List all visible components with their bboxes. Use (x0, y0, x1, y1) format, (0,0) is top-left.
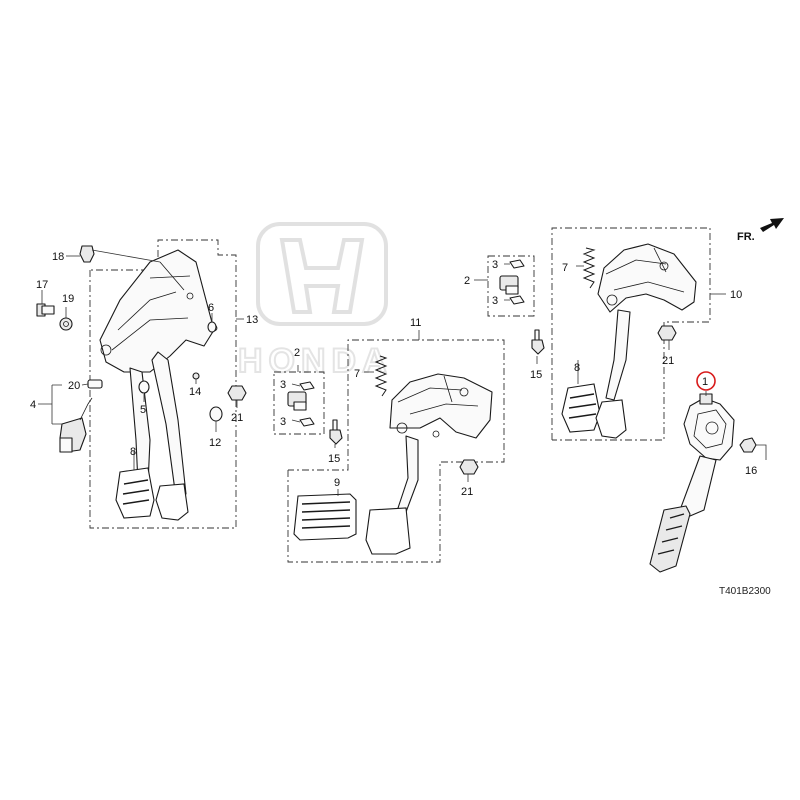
part-2-switch-right (499, 275, 519, 295)
callout-17: 17 (36, 279, 48, 291)
pedal-pad-right-rear (595, 399, 627, 439)
callout-labels: 1 2 2 3 3 3 3 4 5 6 7 7 8 8 9 10 11 12 1… (30, 251, 757, 498)
part-3-clip-mid-a (299, 381, 315, 391)
accelerator-pedal-module (683, 397, 735, 461)
callout-14: 14 (189, 386, 201, 398)
direction-label: FR. (737, 231, 755, 243)
callout-2b: 2 (294, 347, 300, 359)
pedal-pad-left-rear (155, 483, 189, 521)
accelerator-pedal-arm (679, 455, 717, 517)
part-16-nut (739, 437, 757, 453)
part-6-grommet (207, 321, 217, 333)
part-14-pin (192, 372, 200, 380)
part-20-clip (87, 379, 103, 389)
group-box-10 (551, 227, 711, 441)
pedal-pad-8-left (115, 467, 155, 519)
callout-13: 13 (246, 314, 258, 326)
front-direction-indicator: FR. (737, 218, 784, 243)
part-5-grommet (138, 380, 150, 394)
middle-pedal-arm (397, 435, 419, 513)
pedal-pad-9-mid (293, 493, 357, 541)
callout-3c: 3 (280, 379, 286, 391)
middle-pedal-bracket (389, 373, 493, 439)
return-spring-7-mid (374, 355, 388, 397)
right-pedal-group (474, 227, 726, 441)
part-17-bolt (36, 303, 55, 317)
callout-19: 19 (62, 293, 74, 305)
callout-21a: 21 (662, 355, 674, 367)
part-3-clip-right-b (509, 295, 525, 305)
callout-7b: 7 (354, 368, 360, 380)
callout-9: 9 (334, 477, 340, 489)
accelerator-pedal-group (649, 391, 767, 573)
callout-21c: 21 (461, 486, 473, 498)
callout-21b: 21 (231, 412, 243, 424)
honda-watermark: HONDA (237, 222, 393, 381)
callout-8b: 8 (574, 362, 580, 374)
callout-11: 11 (410, 317, 421, 329)
diagram-code: T401B2300 (719, 586, 771, 597)
part-15-bolt-mid (329, 419, 343, 445)
callout-3d: 3 (280, 416, 286, 428)
part-12-cap (209, 406, 223, 422)
pedal-pad-mid-rear (365, 507, 411, 555)
callout-18: 18 (52, 251, 64, 263)
part-2-switch-mid (287, 391, 307, 411)
pedal-pad-8-right (561, 383, 601, 433)
middle-pedal-group (273, 330, 505, 563)
callout-15a: 15 (530, 369, 542, 381)
watermark-text: HONDA (238, 342, 393, 380)
callout-15b: 15 (328, 453, 340, 465)
part-3-clip-mid-b (299, 417, 315, 427)
left-pedal-arm (151, 351, 187, 499)
part-19-nut (59, 317, 73, 331)
left-pedal-group (36, 239, 247, 529)
right-pedal-bracket (597, 243, 697, 313)
accelerator-pedal-pad (649, 505, 691, 573)
callout-10: 10 (730, 289, 742, 301)
highlight-ring-1 (696, 371, 716, 391)
part-4-stop-switch (59, 397, 93, 453)
callout-12: 12 (209, 437, 221, 449)
callout-4: 4 (30, 399, 36, 411)
callout-2a: 2 (464, 275, 470, 287)
part-21-nut-mid (459, 459, 479, 475)
part-15-bolt-right (531, 329, 545, 355)
part-18-bolt (79, 245, 95, 263)
callout-5: 5 (140, 404, 146, 416)
return-spring-7-right (582, 247, 596, 289)
callout-8a: 8 (130, 446, 136, 458)
sensor-box-2-mid (273, 371, 325, 435)
callout-20: 20 (68, 380, 80, 392)
part-21-nut-left (227, 385, 247, 401)
callout-7a: 7 (562, 262, 568, 274)
callout-16: 16 (745, 465, 757, 477)
callout-1: 1 (702, 376, 708, 388)
part-3-clip-right-a (509, 259, 525, 269)
right-pedal-arm (605, 309, 631, 401)
callout-6: 6 (208, 302, 214, 314)
left-pedal-bracket (99, 249, 215, 373)
sensor-box-2-right (487, 255, 535, 317)
callout-3b: 3 (492, 295, 498, 307)
part-21-nut-right (657, 325, 677, 341)
callout-3a: 3 (492, 259, 498, 271)
group-box-11 (287, 339, 505, 563)
